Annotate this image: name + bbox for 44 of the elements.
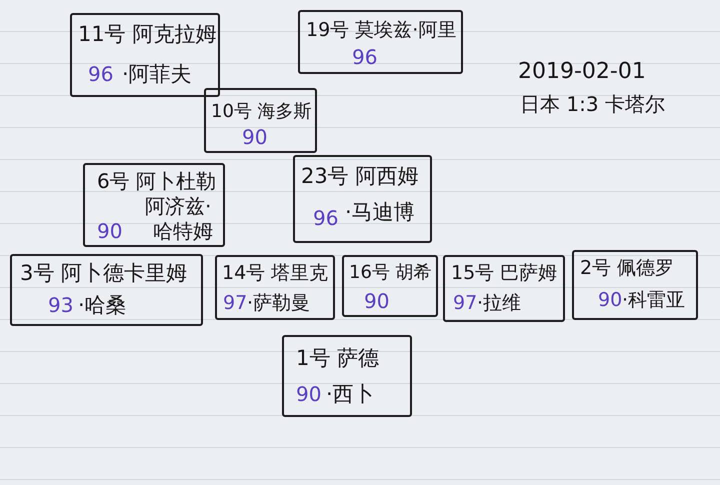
birth-year: 97 — [453, 293, 478, 314]
player-name: 14号 塔里克 — [222, 263, 328, 284]
birth-year: 90 — [364, 290, 390, 312]
birth-year: 96 — [313, 207, 338, 229]
birth-year: 96 — [352, 46, 378, 68]
player-name: 2号 佩德罗 — [580, 258, 674, 279]
player-name: 16号 胡希 — [349, 263, 432, 283]
birth-year: 90 — [97, 220, 122, 242]
birth-year: 97 — [223, 293, 248, 314]
player-name: ·拉维 — [477, 293, 522, 314]
player-name: 阿济兹· — [145, 195, 212, 217]
player-name: ·萨勒曼 — [247, 293, 310, 314]
player-box — [83, 163, 225, 247]
birth-year: 96 — [88, 63, 114, 85]
date-text: 2019-02-01 — [518, 60, 646, 84]
birth-year: 93 — [48, 294, 74, 316]
player-box — [572, 250, 698, 320]
player-name: 23号 阿西姆 — [301, 165, 418, 188]
player-box — [443, 255, 565, 322]
player-name: 3号 阿卜德卡里姆 — [20, 262, 188, 286]
player-name: 1号 萨德 — [296, 347, 380, 370]
player-box — [70, 13, 220, 97]
player-name: 19号 莫埃兹·阿里 — [306, 20, 456, 41]
player-name: 15号 巴萨姆 — [451, 263, 558, 284]
player-name: ·西卜 — [326, 383, 375, 406]
player-name: ·阿菲夫 — [122, 63, 192, 86]
player-name: ·科雷亚 — [622, 290, 686, 311]
player-name: ·马迪博 — [345, 201, 415, 224]
player-name: ·哈桑 — [78, 294, 127, 318]
birth-year: 90 — [296, 383, 322, 405]
birth-year: 90 — [598, 290, 622, 311]
player-box — [10, 254, 203, 326]
player-box — [282, 335, 412, 417]
player-box — [298, 10, 463, 74]
player-name: 11号 阿克拉姆 — [78, 23, 216, 46]
player-box — [215, 255, 335, 320]
player-name: 哈特姆 — [153, 220, 213, 242]
score-text: 日本 1:3 卡塔尔 — [520, 93, 665, 115]
player-name: 6号 阿卜杜勒 — [97, 170, 216, 192]
birth-year: 90 — [242, 126, 268, 148]
player-box — [342, 255, 438, 317]
player-name: 10号 海多斯 — [211, 102, 312, 122]
player-box — [204, 88, 317, 153]
player-box — [293, 155, 432, 243]
